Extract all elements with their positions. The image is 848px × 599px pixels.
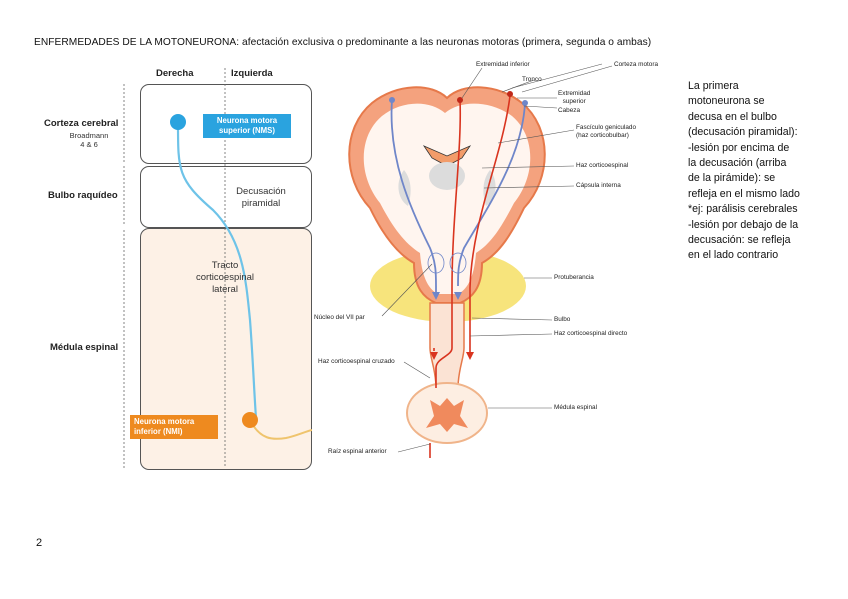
label-anterior-spinal-root: Raíz espinal anterior [328,448,387,455]
side-note-line: de la pirámide): se [688,172,776,185]
label-direct-corticospinal-tract: Haz corticoespinal directo [554,330,628,337]
label-facial-nucleus: Núcleo del VII par [314,314,365,321]
side-note-line: -lesión por debajo de la [688,218,799,231]
side-note-line: la decusación (arriba [688,157,787,170]
label-lower-limb: Extremidad inferior [476,61,530,68]
upper-lower-motor-neuron-diagram: Derecha Izquierda Corteza cerebral Broad… [28,60,312,472]
side-note-line: *ej: parálisis cerebrales [688,203,798,216]
label-head: Cabeza [558,107,581,114]
column-header-left: Izquierda [231,68,273,79]
column-header-right: Derecha [156,68,194,79]
upper-motor-neuron-soma [170,114,186,130]
label-spinal-cord: Médula espinal [554,404,597,411]
brain-cross-section-illustration [348,63,613,458]
label-internal-capsule: Cápsula interna [576,182,621,189]
medulla-box [140,166,312,228]
side-note-line: motoneurona se [688,95,765,108]
lower-motor-neuron-soma [242,412,258,428]
label-corticospinal-tract: Haz corticoespinal [576,162,629,169]
side-note-line: refleja en el mismo lado [688,187,800,200]
page-number: 2 [36,537,43,549]
label-pons: Protuberancia [554,274,594,281]
side-note-line: decusación: se refleja [688,234,791,247]
label-medulla: Bulbo [554,316,571,323]
lower-motor-neuron-tag: Neurona motora inferior (NMI) [130,415,218,439]
label-geniculate-fasciculus: Fascículo geniculado (haz corticobulbar) [576,124,637,139]
decussation-label: Decusación piramidal [236,186,286,209]
lateral-tract-label: Tracto corticoespinal lateral [195,260,255,295]
side-note-line: en el lado contrario [688,249,779,262]
side-note-line: (decusación piramidal): [688,126,798,139]
side-note-line: La primera [688,80,739,92]
row-label-medulla: Bulbo raquídeo [48,190,118,201]
label-crossed-corticospinal-tract: Haz corticoespinal cruzado [318,358,395,365]
corticospinal-pathway-diagram: Extremidad inferior Tronco Corteza motor… [312,58,682,472]
corticospinal-axon [176,123,258,419]
side-note-line: decusa en el bulbo [688,110,777,123]
row-label-spinal-cord: Médula espinal [50,342,119,353]
row-bracket-lines [123,68,312,468]
row-sublabel-brodmann: Broadmann 4 & 6 [69,131,109,149]
slide-title: ENFERMEDADES DE LA MOTONEURONA: afectaci… [34,37,652,48]
upper-motor-neuron-tag: Neurona motora superior (NMS) [203,114,291,138]
side-note-line: -lesión por encima de [688,141,790,154]
label-upper-limb: Extremidad superior [558,90,591,105]
row-label-cortex: Corteza cerebral [44,118,119,129]
label-trunk: Tronco [522,76,542,83]
side-note: La primera motoneurona se decusa en el b… [688,79,838,264]
label-motor-cortex: Corteza motora [614,61,659,68]
